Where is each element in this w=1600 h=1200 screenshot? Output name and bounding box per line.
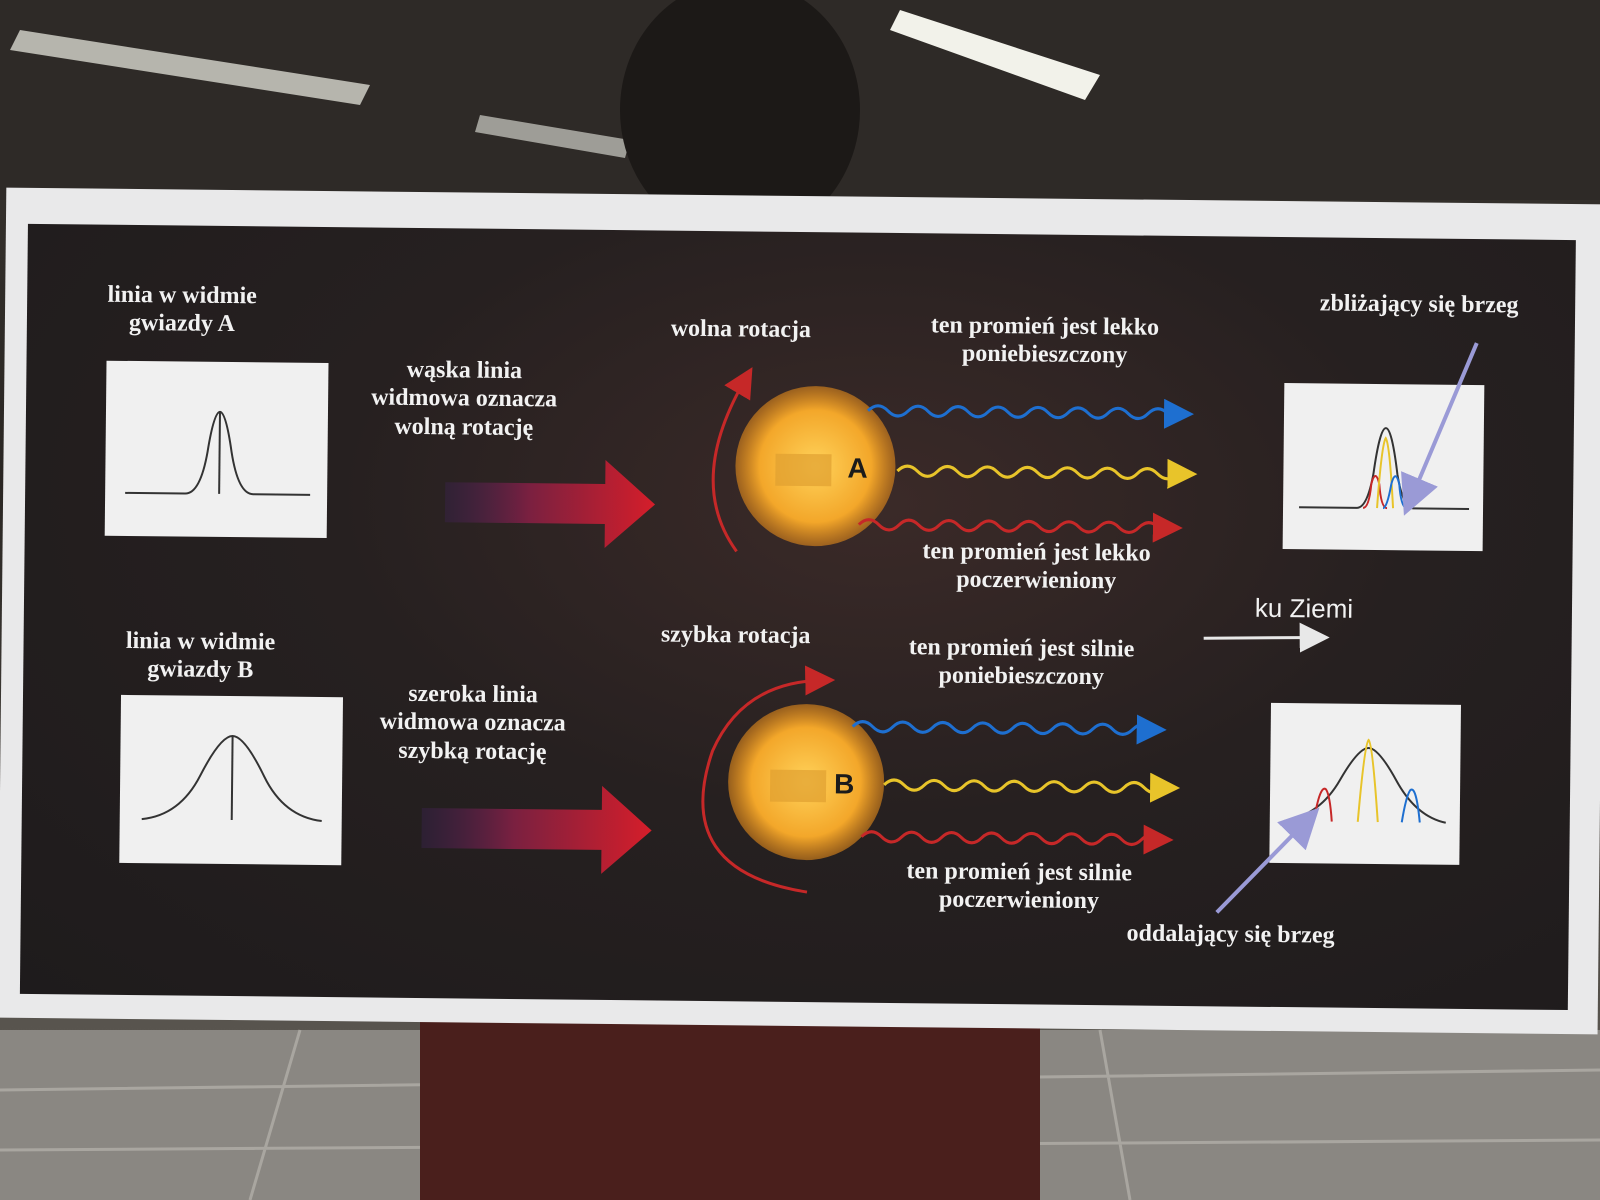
redshifted-component — [1362, 475, 1388, 510]
ceiling-light — [475, 115, 630, 158]
star-b-yellow-ray — [883, 772, 1181, 803]
person-head-silhouette — [620, 0, 860, 240]
diagram-panel: linia w widmie gwiazdy A linia w widmie … — [19, 223, 1576, 1011]
star-b-red-ray — [860, 824, 1174, 855]
star-a-blue-ray — [866, 398, 1195, 429]
star-a-spectral-line-plot — [104, 360, 329, 539]
line-center-marker — [230, 736, 234, 821]
ceiling-light — [10, 30, 370, 105]
line-center-marker — [218, 411, 221, 494]
star-b-big-arrow — [421, 785, 652, 874]
observed-broad-profile — [1283, 746, 1446, 824]
poster-frame: linia w widmie gwiazdy A linia w widmie … — [0, 187, 1600, 1035]
blueshifted-component — [1400, 788, 1421, 823]
rotation-diagram: A B — [421, 342, 1479, 914]
person-body-silhouette — [420, 1010, 1040, 1200]
approaching-edge-pointer — [1401, 342, 1479, 516]
receding-edge-pointer — [1215, 807, 1320, 914]
ceiling-light — [890, 10, 1100, 100]
star-b-observed-line-plot — [1269, 702, 1461, 865]
rest-component — [1356, 738, 1379, 823]
star-b-spectral-line-plot — [119, 694, 344, 866]
star-b-rotation-arrow — [701, 665, 836, 894]
star-a-letter: A — [847, 452, 868, 483]
star-a-red-ray — [857, 512, 1183, 543]
star-b-blue-ray — [851, 714, 1167, 745]
star-a-rotation-arrow — [711, 367, 753, 553]
star-a-big-arrow — [444, 459, 656, 548]
toward-earth-arrow — [1203, 622, 1330, 653]
redshifted-component — [1312, 787, 1333, 822]
star-b-letter: B — [834, 768, 855, 799]
star-a-yellow-ray — [896, 458, 1198, 489]
rest-component — [1376, 436, 1395, 509]
